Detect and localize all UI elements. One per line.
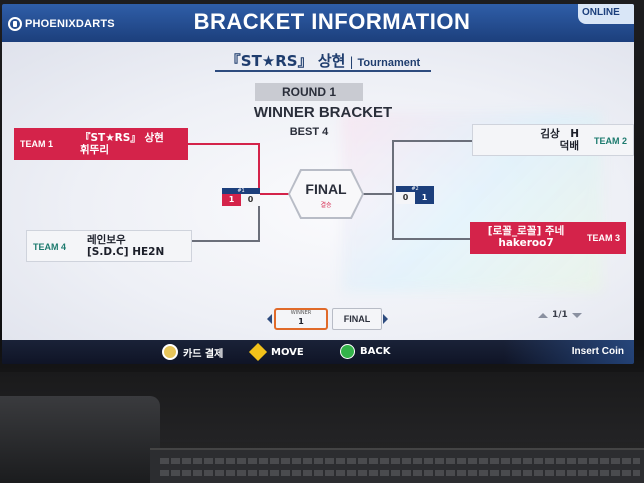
team-3-players: [로꼴_로꼴] 주네 hakeroo7	[478, 225, 574, 249]
footer-bar: 카드 결제 MOVE BACK Insert Coin	[2, 340, 634, 364]
match-2-score-team-2: 0	[396, 192, 415, 204]
bracket-line	[392, 140, 394, 193]
tournament-title: 『ST★RS』 상현 | Tournament	[215, 50, 431, 72]
final-sub-label: 결승	[320, 202, 332, 209]
title-separator: |	[349, 55, 354, 69]
control-pad	[0, 396, 160, 483]
move-dpad-icon	[248, 342, 268, 362]
team-1-players: 『ST★RS』 상현 휘뚜리	[80, 132, 164, 156]
match-2-score-team-3: 1	[415, 192, 434, 204]
insert-coin-label: Insert Coin	[571, 346, 624, 357]
final-hexagon[interactable]: FINAL 결승	[290, 171, 362, 217]
bracket-label: WINNER BRACKET	[253, 104, 393, 121]
bracket-line	[392, 238, 470, 240]
team-1-player-1: 『ST★RS』 상현	[80, 132, 164, 144]
page-indicator: 1/1	[538, 310, 582, 320]
page-title: BRACKET INFORMATION	[193, 9, 471, 34]
card-icon	[162, 344, 178, 360]
team-2-player-2: 덕배	[559, 140, 579, 152]
stage-prev-arrow-icon[interactable]	[267, 314, 272, 324]
stage-final-tab[interactable]: FINAL	[332, 308, 382, 330]
stage-next-arrow-icon[interactable]	[383, 314, 388, 324]
match-1-score: #1 1 0	[222, 188, 260, 206]
back-hint[interactable]: BACK	[340, 344, 390, 359]
team-2-box[interactable]: 김상 H 덕배 TEAM 2	[472, 124, 634, 156]
best-of-label: BEST 4	[289, 126, 329, 138]
team-3-player-1: [로꼴_로꼴] 주네	[487, 225, 565, 237]
team-1-player-2: 휘뚜리	[80, 144, 109, 156]
bracket-panel: 『ST★RS』 상현 | Tournament ROUND 1 WINNER B…	[2, 42, 634, 340]
team-2-label: TEAM 2	[593, 136, 627, 146]
bracket-line	[258, 193, 290, 195]
bracket-line	[258, 193, 260, 242]
bracket-line	[188, 143, 260, 145]
bracket-line	[192, 240, 260, 242]
team-1-label: TEAM 1	[20, 139, 54, 149]
team-4-player-1: 레인보우	[87, 234, 126, 246]
team-3-box[interactable]: [로꼴_로꼴] 주네 hakeroo7 TEAM 3	[470, 222, 626, 254]
page-number: 1/1	[552, 310, 568, 320]
insert-coin-decoration	[504, 340, 634, 364]
back-label: BACK	[360, 346, 391, 357]
final-label: FINAL	[305, 181, 347, 197]
card-payment-label: 카드 결제	[183, 348, 224, 360]
keyboard-panel	[150, 448, 644, 483]
phoenixdarts-logo: PHOENIXDARTS	[8, 16, 115, 32]
match-2-score: #2 0 1	[396, 186, 434, 204]
back-button-icon	[340, 344, 355, 359]
game-screen: PHOENIXDARTS BRACKET INFORMATION ONLINE …	[2, 4, 634, 364]
bracket-line	[362, 193, 394, 195]
match-2-label: #2	[396, 186, 434, 192]
bracket-line	[258, 143, 260, 193]
logo-text: PHOENIXDARTS	[25, 18, 115, 30]
header-bar: PHOENIXDARTS BRACKET INFORMATION ONLINE	[2, 4, 634, 42]
key-row	[160, 458, 640, 464]
match-1-label: #1	[222, 188, 260, 194]
team-4-box[interactable]: TEAM 4 레인보우 [S.D.C] HE2N	[26, 230, 192, 262]
team-4-label: TEAM 4	[33, 242, 67, 252]
card-payment-hint[interactable]: 카드 결제	[162, 344, 223, 360]
online-status: ONLINE	[582, 7, 620, 18]
bracket-line	[392, 193, 394, 240]
team-4-players: 레인보우 [S.D.C] HE2N	[87, 234, 164, 258]
team-1-box[interactable]: TEAM 1 『ST★RS』 상현 휘뚜리	[14, 128, 188, 160]
page-down-icon[interactable]	[571, 312, 582, 318]
tournament-type: Tournament	[357, 57, 421, 69]
stage-winner-tab[interactable]: WINNER 1	[274, 308, 328, 330]
key-row	[160, 470, 640, 476]
bracket-line	[392, 140, 472, 142]
stage-winner-value: 1	[298, 317, 304, 326]
team-2-players: 김상 H 덕배	[523, 128, 579, 152]
team-3-player-2: hakeroo7	[498, 237, 554, 249]
move-hint[interactable]: MOVE	[248, 342, 304, 362]
stage-winner-label: WINNER	[290, 310, 312, 316]
match-1-score-team-1: 1	[222, 194, 241, 206]
team-2-player-1: 김상 H	[540, 128, 579, 140]
tournament-name: 『ST★RS』 상현	[225, 52, 346, 70]
round-label: ROUND 1	[255, 83, 363, 101]
logo-icon	[8, 17, 22, 31]
team-4-player-2: [S.D.C] HE2N	[87, 246, 165, 258]
move-label: MOVE	[271, 346, 304, 358]
online-badge: ONLINE	[578, 4, 634, 24]
match-1-score-team-4: 0	[241, 194, 260, 206]
team-3-label: TEAM 3	[586, 233, 620, 243]
page-up-icon[interactable]	[538, 312, 548, 318]
